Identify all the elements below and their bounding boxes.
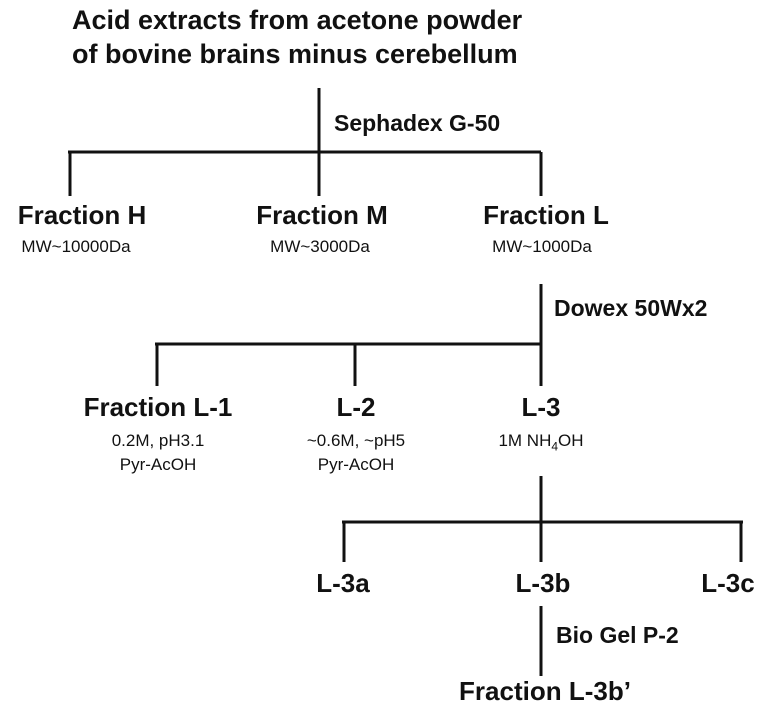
- fraction-l-name: Fraction L: [483, 200, 609, 230]
- fraction-l3c-name: L-3c: [701, 568, 755, 598]
- fraction-l2-name: L-2: [336, 392, 376, 422]
- fraction-l3-cond-pre: 1M NH: [498, 431, 552, 450]
- fraction-l3-cond-post: OH: [558, 431, 584, 450]
- fraction-m-mw: MW~3000Da: [270, 237, 370, 256]
- start-material-line1: Acid extracts from acetone powder: [72, 5, 523, 35]
- fraction-l3-cond-sub: 4: [551, 439, 559, 454]
- start-material-line2: of bovine brains minus cerebellum: [72, 39, 518, 69]
- fraction-l2-cond1: ~0.6M, ~pH5: [306, 431, 406, 450]
- fraction-l1-cond1: 0.2M, pH3.1: [111, 431, 205, 450]
- fraction-l3b-name: L-3b: [515, 568, 571, 598]
- fraction-l3-name: L-3: [521, 392, 561, 422]
- step-biogel: Bio Gel P-2: [556, 622, 679, 648]
- fraction-l1-name: Fraction L-1: [83, 392, 233, 422]
- step-sephadex: Sephadex G-50: [334, 110, 501, 136]
- fraction-h-name: Fraction H: [17, 200, 147, 230]
- fraction-h-mw: MW~10000Da: [21, 237, 131, 256]
- step-dowex: Dowex 50Wx2: [554, 295, 708, 321]
- fraction-l2-cond2: Pyr-AcOH: [317, 455, 395, 474]
- fraction-l3b-prime-name: Fraction L-3b’: [459, 676, 631, 706]
- fraction-l1-cond2: Pyr-AcOH: [119, 455, 197, 474]
- fraction-l3a-name: L-3a: [316, 568, 370, 598]
- fraction-l3-cond: 1M NH4OH: [498, 430, 583, 457]
- fraction-m-name: Fraction M: [256, 200, 388, 230]
- fraction-l-mw: MW~1000Da: [492, 237, 592, 256]
